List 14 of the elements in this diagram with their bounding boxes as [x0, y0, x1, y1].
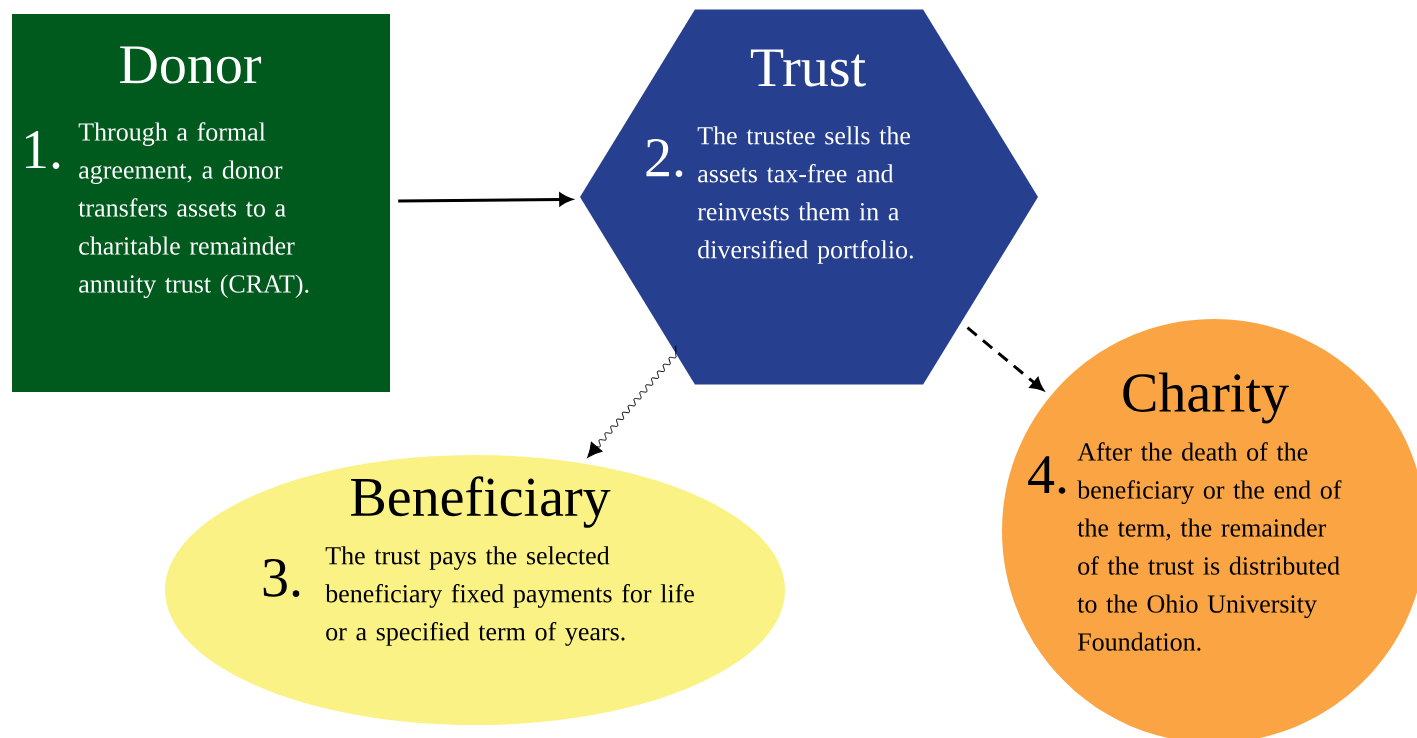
node-description: The trust pays the selected beneficiary fixed payments for life or a specified term of years.: [325, 546, 694, 646]
arrow: [587, 345, 677, 458]
step-number: 3.: [263, 559, 300, 597]
node-title: Beneficiary: [351, 476, 611, 528]
node-description: Through a formal agreement, a donor transfers assets to a charitable remainder annuity trust (CRAT).: [78, 122, 309, 299]
step-number: 4.: [1028, 456, 1066, 494]
node-description: The trustee sells the assets tax-free and reinvests them in a diversified portfolio.: [697, 126, 913, 264]
node-title: Donor: [120, 46, 262, 84]
step-number: 2.: [646, 139, 683, 177]
node-title: Charity: [1123, 372, 1289, 424]
step-number: 1.: [25, 131, 60, 169]
node-title: Trust: [750, 49, 866, 87]
node-description: After the death of the beneficiary or the end of the term, the remainder of the trust is distributed to the Ohio University Foundation.: [1077, 442, 1342, 651]
arrow: [966, 326, 1044, 391]
